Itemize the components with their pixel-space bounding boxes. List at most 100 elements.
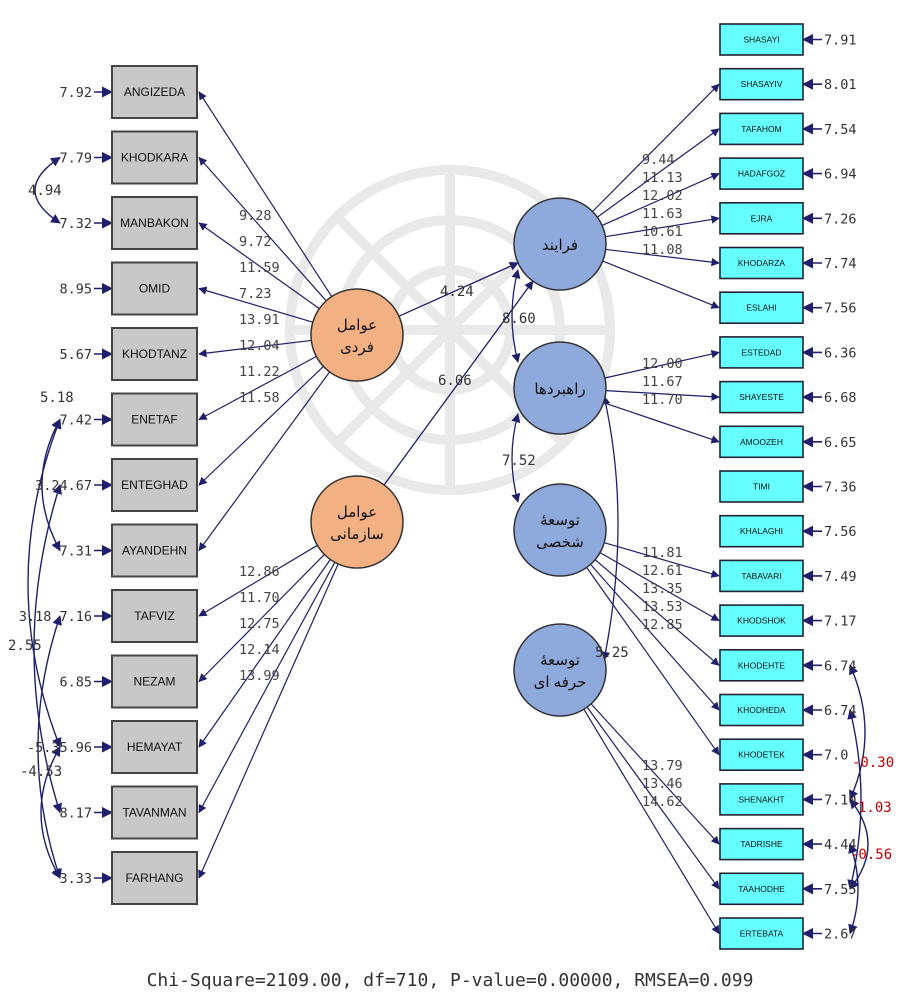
indicator-box-estedad bbox=[719, 336, 804, 369]
loading-arrow bbox=[592, 83, 720, 212]
indicator-label: TAAHODHE bbox=[738, 884, 785, 894]
indicator-box-tabavari bbox=[719, 559, 804, 593]
indicator-label: TABAVARI bbox=[741, 571, 781, 581]
loading-arrow bbox=[198, 563, 339, 879]
loading-arrow bbox=[590, 563, 720, 711]
error-correlation bbox=[33, 484, 63, 814]
loading-arrow bbox=[590, 703, 720, 845]
loading-arrow bbox=[586, 706, 720, 890]
error-variance: 7.0 bbox=[824, 748, 848, 764]
error-variance: 6.68 bbox=[824, 390, 857, 406]
loading-arrow bbox=[604, 349, 720, 379]
loading-value: 12.86 bbox=[239, 564, 280, 580]
error-correlation bbox=[40, 746, 61, 879]
path-org-proc: 6.06 bbox=[438, 373, 472, 389]
loading-value: 9.44 bbox=[642, 152, 675, 168]
latent-correlation bbox=[511, 413, 521, 503]
indicator-box-taahodhe bbox=[719, 872, 804, 906]
path-ind-proc: 4.24 bbox=[440, 284, 474, 300]
loading-value: 11.63 bbox=[642, 206, 683, 222]
latent-ind bbox=[310, 288, 404, 382]
loading-value: 12.04 bbox=[239, 338, 280, 354]
indicator-box-khodarza bbox=[719, 246, 804, 280]
loading-arrow bbox=[583, 709, 720, 935]
error-variance: 6.94 bbox=[824, 167, 857, 183]
loading-arrow bbox=[604, 542, 720, 578]
loading-arrow bbox=[605, 248, 720, 267]
indicator-label: OMID bbox=[139, 282, 171, 296]
left-corr-4: -4.53 bbox=[20, 764, 62, 780]
error-variance: 7.79 bbox=[59, 151, 92, 167]
indicator-box-hemayat bbox=[111, 720, 198, 774]
indicator-label: KHALAGHI bbox=[740, 526, 783, 536]
structural-path bbox=[383, 280, 534, 486]
error-variance: 7.42 bbox=[59, 413, 92, 429]
indicator-label: HADAFGOZ bbox=[738, 169, 785, 179]
indicator-label: KHODSHOK bbox=[737, 616, 786, 626]
structural-path bbox=[398, 262, 519, 317]
error-variance: 4.44 bbox=[824, 837, 857, 853]
indicator-box-tafviz bbox=[111, 589, 198, 643]
indicator-label: KHODEHTE bbox=[738, 660, 786, 670]
indicator-box-khalaghi bbox=[719, 514, 804, 548]
latent-label: شخصی bbox=[536, 534, 584, 551]
indicator-box-timi bbox=[719, 470, 804, 503]
loading-arrow bbox=[602, 260, 720, 309]
loading-value: 14.62 bbox=[642, 794, 683, 810]
loading-arrow bbox=[198, 339, 312, 358]
latent-corr-pers-prof: 5.25 bbox=[595, 645, 629, 661]
indicator-box-ejra bbox=[719, 202, 804, 235]
indicator-label: KHODKARA bbox=[121, 151, 188, 165]
indicator-box-omid bbox=[111, 261, 198, 316]
loading-arrow bbox=[603, 402, 720, 444]
loading-arrow bbox=[601, 172, 720, 227]
right-corr-3: -0.56 bbox=[850, 847, 892, 863]
error-variance: 7.92 bbox=[59, 85, 92, 101]
indicator-box-tadrishe bbox=[719, 827, 804, 861]
loading-arrow bbox=[596, 128, 720, 218]
latent-corr-proc-strat: 8.60 bbox=[502, 311, 536, 327]
indicator-label: EJRA bbox=[751, 213, 773, 223]
indicator-label: AMOOZEH bbox=[740, 437, 783, 447]
latent-label: فردی bbox=[340, 339, 374, 356]
left-corr-3: 2.55 bbox=[8, 638, 42, 654]
loading-arrow bbox=[198, 91, 333, 297]
loading-value: 7.23 bbox=[239, 286, 272, 302]
latent-label: عوامل bbox=[337, 504, 377, 521]
loading-arrow bbox=[198, 286, 313, 323]
loading-value: 12.02 bbox=[642, 188, 683, 204]
error-variance: 7.49 bbox=[824, 569, 857, 585]
loading-value: 11.58 bbox=[239, 390, 280, 406]
indicator-label: ESLAHI bbox=[746, 303, 776, 313]
error-variance: 3.18 7.16 bbox=[19, 609, 92, 625]
error-variance: 5.67 bbox=[59, 347, 92, 363]
indicator-box-enetaf bbox=[111, 392, 198, 447]
error-variance: 8.95 bbox=[59, 282, 92, 298]
latent-label: توسعهٔ bbox=[540, 652, 580, 669]
loading-value: 13.46 bbox=[642, 776, 683, 792]
fit-statistics: Chi-Square=2109.00, df=710, P-value=0.00… bbox=[147, 970, 754, 991]
error-variance: 7.26 bbox=[824, 211, 857, 227]
loading-value: 13.91 bbox=[239, 312, 280, 328]
left-corr-1: 4.94 bbox=[28, 183, 62, 199]
loading-value: 12.61 bbox=[642, 563, 683, 579]
loading-arrow bbox=[599, 552, 720, 622]
indicator-box-enteghad bbox=[111, 458, 198, 512]
loading-value: 11.70 bbox=[239, 590, 280, 606]
indicator-label: TAFVIZ bbox=[134, 609, 174, 623]
indicator-label: KHODHEDA bbox=[737, 705, 786, 715]
indicator-label: MANBAKON bbox=[120, 216, 189, 230]
indicator-label: SHASAYI bbox=[743, 35, 779, 45]
indicator-label: AYANDEHN bbox=[122, 544, 187, 558]
indicator-label: TAVANMAN bbox=[122, 806, 186, 820]
indicator-box-eslahi bbox=[719, 291, 804, 325]
loading-value: 11.70 bbox=[642, 392, 683, 408]
indicator-box-khodetek bbox=[719, 738, 804, 772]
error-variance: 7.91 bbox=[824, 33, 857, 49]
latent-label: سازمانی bbox=[330, 526, 384, 543]
latent-label: حرفه ای bbox=[534, 674, 587, 691]
loading-value: 13.35 bbox=[642, 581, 683, 597]
indicator-box-tavanman bbox=[111, 785, 198, 840]
latent-label: عوامل bbox=[337, 317, 377, 334]
